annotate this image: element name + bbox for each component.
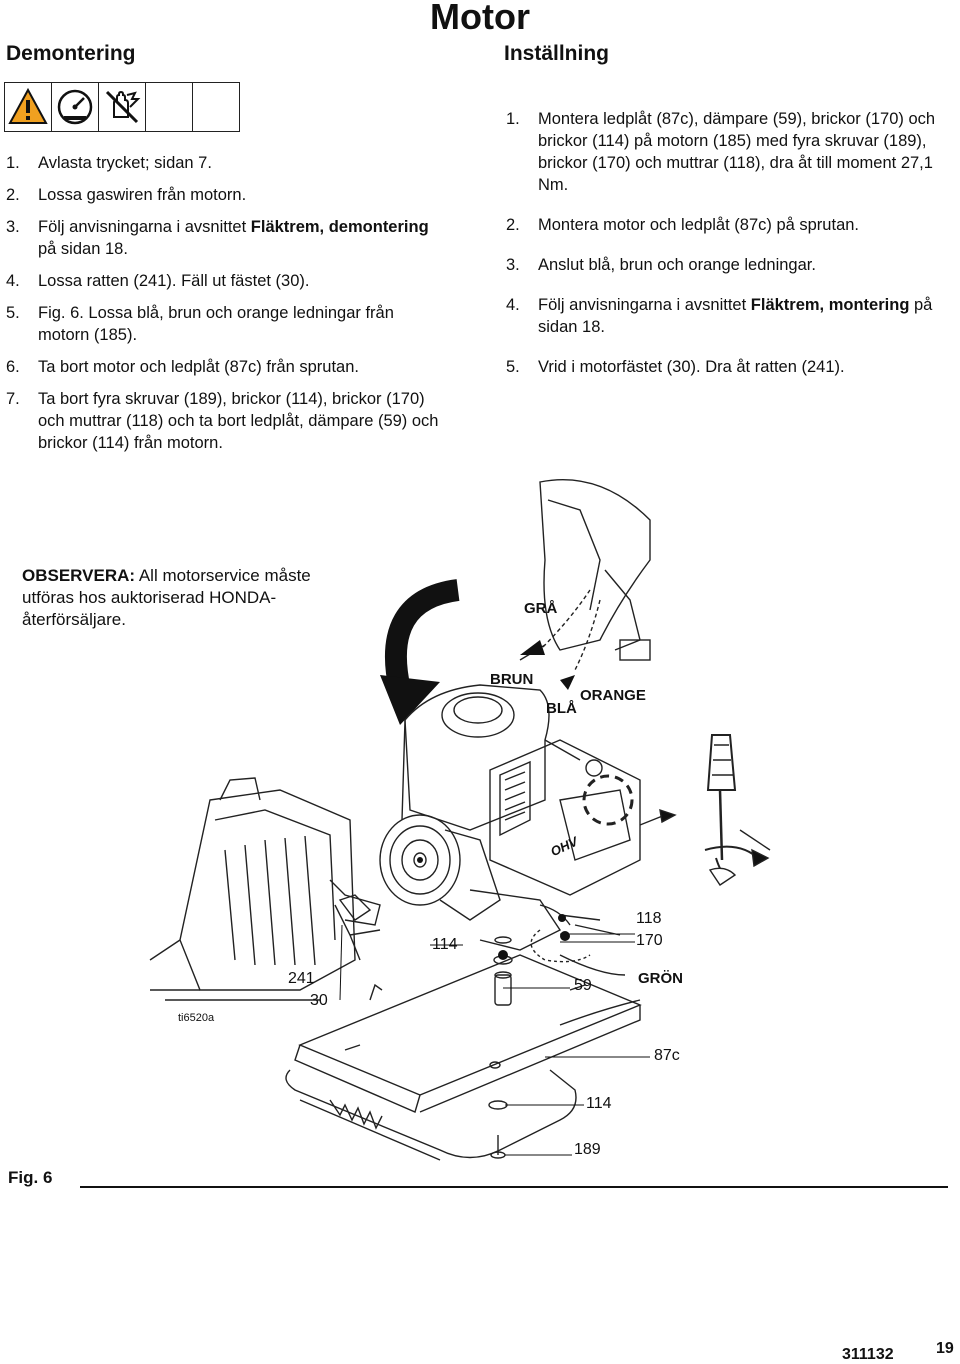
- page-number: 19: [936, 1340, 954, 1357]
- part-number-118: 118: [636, 910, 662, 927]
- list-item: 2.Lossa gaswiren från motorn.: [6, 186, 247, 204]
- wire-label-bla: BLÅ: [546, 700, 577, 717]
- wire-label-orange: ORANGE: [580, 687, 646, 704]
- part-number-241: 241: [288, 970, 315, 987]
- section-heading-installning: Inställning: [504, 42, 609, 65]
- wire-label-gron: GRÖN: [638, 970, 683, 987]
- caution-triangle-icon: [4, 82, 52, 132]
- list-item: 1.Montera ledplåt (87c), dämpare (59), b…: [506, 110, 936, 194]
- figure-divider: [80, 1186, 948, 1188]
- illustration-code: ti6520a: [178, 1012, 215, 1024]
- note-box: OBSERVERA: All motorservice måste utföra…: [22, 565, 362, 631]
- note-text: All motorservice måste utföras hos aukto…: [22, 566, 311, 629]
- page-title: Motor: [430, 0, 530, 37]
- part-number-30: 30: [310, 992, 328, 1009]
- installation-steps: 1.Montera ledplåt (87c), dämpare (59), b…: [506, 108, 960, 396]
- section-heading-demontering: Demontering: [6, 42, 136, 65]
- part-number-189: 189: [574, 1141, 601, 1158]
- list-item: 3.Följ anvisningarna i avsnittet Fläktre…: [6, 218, 429, 258]
- list-item: 4.Lossa ratten (241). Fäll ut fästet (30…: [6, 272, 310, 290]
- part-number-114-top: 114: [432, 936, 458, 953]
- list-item: 3.Anslut blå, brun och orange ledningar.: [506, 256, 816, 274]
- list-item: 6.Ta bort motor och ledplåt (87c) från s…: [6, 358, 359, 376]
- list-item: 5.Vrid i motorfästet (30). Dra åt ratten…: [506, 358, 845, 376]
- part-number-87c: 87c: [654, 1047, 680, 1064]
- list-item: 1.Avlasta trycket; sidan 7.: [6, 154, 212, 172]
- wire-label-brun: BRUN: [490, 671, 534, 688]
- figure-label: Fig. 6: [8, 1168, 53, 1187]
- removal-steps: 1.Avlasta trycket; sidan 7. 2.Lossa gasw…: [6, 152, 446, 464]
- note-label: OBSERVERA:: [22, 566, 136, 585]
- pressure-gauge-icon: [51, 82, 99, 132]
- wire-label-gra: GRÅ: [524, 600, 558, 617]
- list-item: 2.Montera motor och ledplåt (87c) på spr…: [506, 216, 860, 234]
- list-item: 5.Fig. 6. Lossa blå, brun och orange led…: [6, 304, 394, 344]
- rotation-arrow-icon: [384, 579, 460, 693]
- warning-icon-row: [4, 82, 240, 132]
- part-number-114-bottom: 114: [586, 1095, 612, 1112]
- list-item: 7.Ta bort fyra skruvar (189), brickor (1…: [6, 390, 439, 452]
- part-number-59: 59: [574, 977, 592, 994]
- part-number-170: 170: [636, 932, 663, 949]
- document-number: 311132: [842, 1346, 894, 1363]
- empty-icon-slot-2: [192, 82, 240, 132]
- list-item: 4.Följ anvisningarna i avsnittet Fläktre…: [506, 296, 933, 336]
